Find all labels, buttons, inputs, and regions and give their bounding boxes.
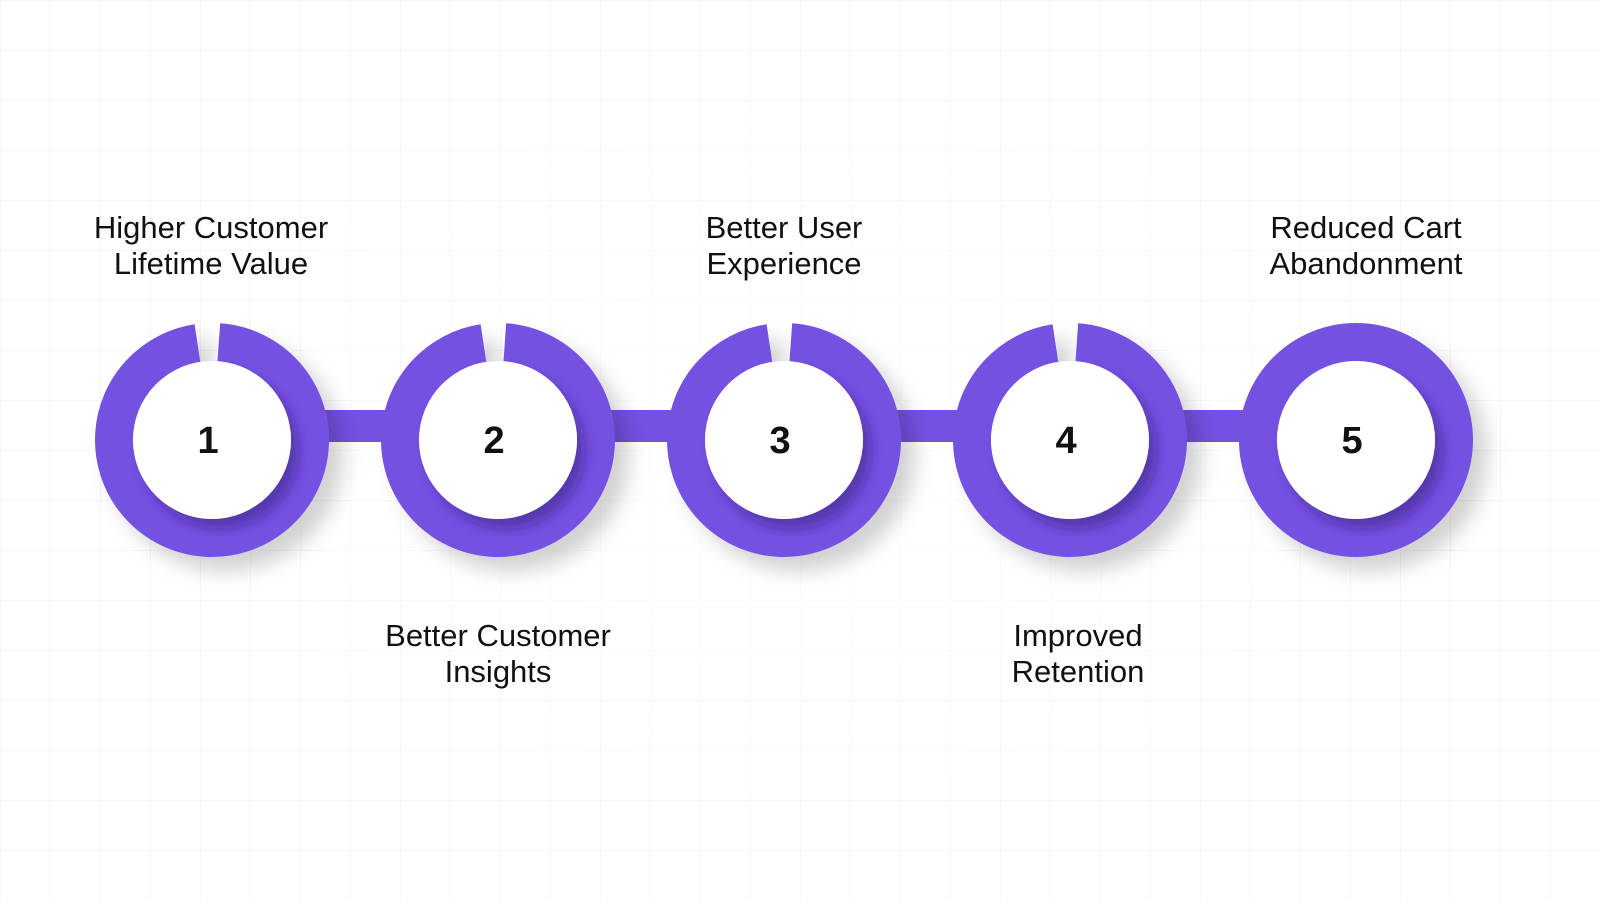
- step-ring-1: [95, 323, 329, 557]
- step-node-3: 3: [667, 323, 901, 557]
- step-label-3: Better User Experience: [705, 210, 863, 281]
- step-center-5: [1277, 361, 1435, 519]
- step-number-5: 5: [1341, 420, 1362, 462]
- step-node-4: 4: [953, 323, 1187, 557]
- step-number-3: 3: [769, 420, 790, 462]
- step-number-2: 2: [483, 420, 504, 462]
- step-node-5: 5: [1239, 323, 1473, 557]
- step-center-4: [991, 361, 1149, 519]
- step-center-3: [705, 361, 863, 519]
- step-number-1: 1: [197, 420, 218, 462]
- step-label-5: Reduced Cart Abandonment: [1269, 210, 1463, 281]
- step-label-2: Better Customer Insights: [385, 618, 611, 689]
- step-ring-5: [1239, 323, 1473, 557]
- step-ring-4: [953, 323, 1187, 557]
- step-center-2: [419, 361, 577, 519]
- step-label-1: Higher Customer Lifetime Value: [93, 210, 329, 281]
- step-node-2: 2: [381, 323, 615, 557]
- step-label-4: Improved Retention: [1011, 618, 1145, 689]
- step-node-1: 1: [95, 323, 329, 557]
- step-center-1: [133, 361, 291, 519]
- step-number-4: 4: [1055, 420, 1076, 462]
